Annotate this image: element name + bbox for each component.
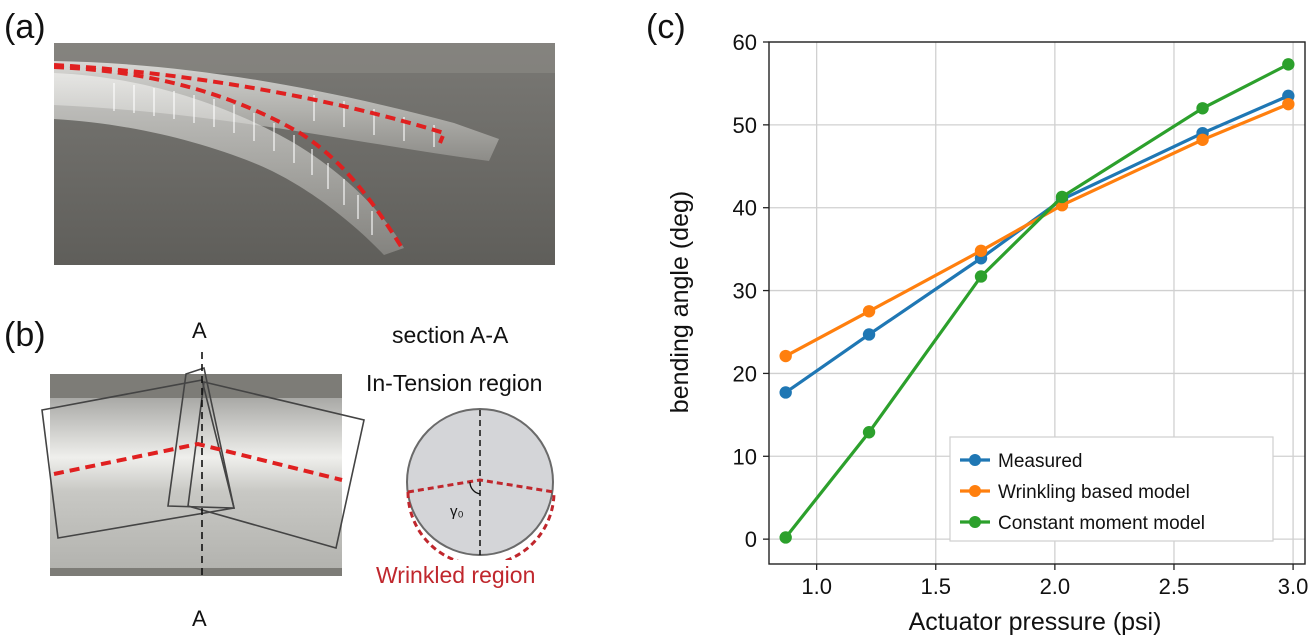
y-tick-label: 50 [733, 113, 757, 138]
neutral-line [53, 441, 343, 482]
section-title: section A-A [392, 322, 509, 348]
y-tick-label: 30 [733, 279, 757, 304]
legend-label: Wrinkling based model [998, 482, 1190, 503]
y-tick-label: 40 [733, 196, 757, 221]
legend-swatch-marker [969, 454, 981, 466]
data-point-wrinkling-based-model [1196, 133, 1209, 146]
data-point-constant-moment-model [974, 270, 988, 283]
section-marker-bottom: A [192, 606, 207, 631]
actuator-closeup-b [41, 352, 365, 576]
panel-label-c: (c) [646, 8, 686, 46]
angle-arc [469, 481, 481, 495]
x-tick-label: 2.0 [1040, 574, 1071, 599]
segment-mid-outline [167, 366, 235, 509]
y-tick-label: 60 [733, 30, 757, 55]
legend-swatch-marker [969, 485, 981, 497]
y-tick-label: 20 [733, 361, 757, 386]
legend-label: Measured [998, 451, 1083, 472]
actuator-straight [54, 61, 499, 161]
series-line-constant-moment-model [784, 62, 1290, 539]
segment-right-outline [187, 381, 365, 550]
tension-region-label: In-Tension region [366, 370, 543, 396]
legend-label: Constant moment model [998, 513, 1205, 534]
x-tick-label: 1.0 [801, 574, 832, 599]
centerline-straight [54, 63, 447, 144]
panel-label-a: (a) [4, 8, 46, 46]
data-point-constant-moment-model [862, 426, 876, 439]
section-marker-top: A [192, 318, 207, 343]
legend-swatch-marker [969, 516, 981, 528]
actuator-bent [54, 73, 404, 255]
data-point-measured [862, 328, 876, 341]
data-point-constant-moment-model [779, 531, 792, 544]
series-line-wrinkling-based-model [784, 102, 1289, 358]
data-point-constant-moment-model [1055, 190, 1069, 204]
panel-label-b: (b) [4, 316, 46, 354]
data-point-measured [779, 386, 792, 399]
actuator-photo-a [54, 43, 555, 265]
x-tick-label: 3.0 [1278, 574, 1309, 599]
data-point-wrinkling-based-model [779, 349, 792, 363]
cross-section: γ₀ [406, 408, 556, 560]
data-point-constant-moment-model [1282, 58, 1295, 71]
wrinkled-arc [406, 491, 556, 560]
centerline-bent [54, 65, 404, 250]
y-tick-label: 0 [745, 527, 757, 552]
x-tick-label: 1.5 [920, 574, 951, 599]
plot-frame [768, 41, 1306, 565]
wrinkled-boundary [407, 478, 555, 494]
series-line-measured [784, 94, 1289, 394]
x-tick-label: 2.5 [1159, 574, 1190, 599]
data-point-wrinkling-based-model [862, 305, 876, 318]
data-point-wrinkling-based-model [974, 244, 988, 257]
wrinkled-region-label: Wrinkled region [376, 562, 536, 588]
x-axis-label: Actuator pressure (psi) [909, 608, 1162, 636]
data-point-constant-moment-model [1196, 102, 1209, 115]
legend-box [949, 436, 1274, 542]
y-tick-label: 10 [733, 444, 757, 469]
y-axis-label: bending angle (deg) [666, 191, 694, 413]
angle-label: γ₀ [450, 503, 464, 520]
data-point-wrinkling-based-model [1282, 97, 1295, 111]
